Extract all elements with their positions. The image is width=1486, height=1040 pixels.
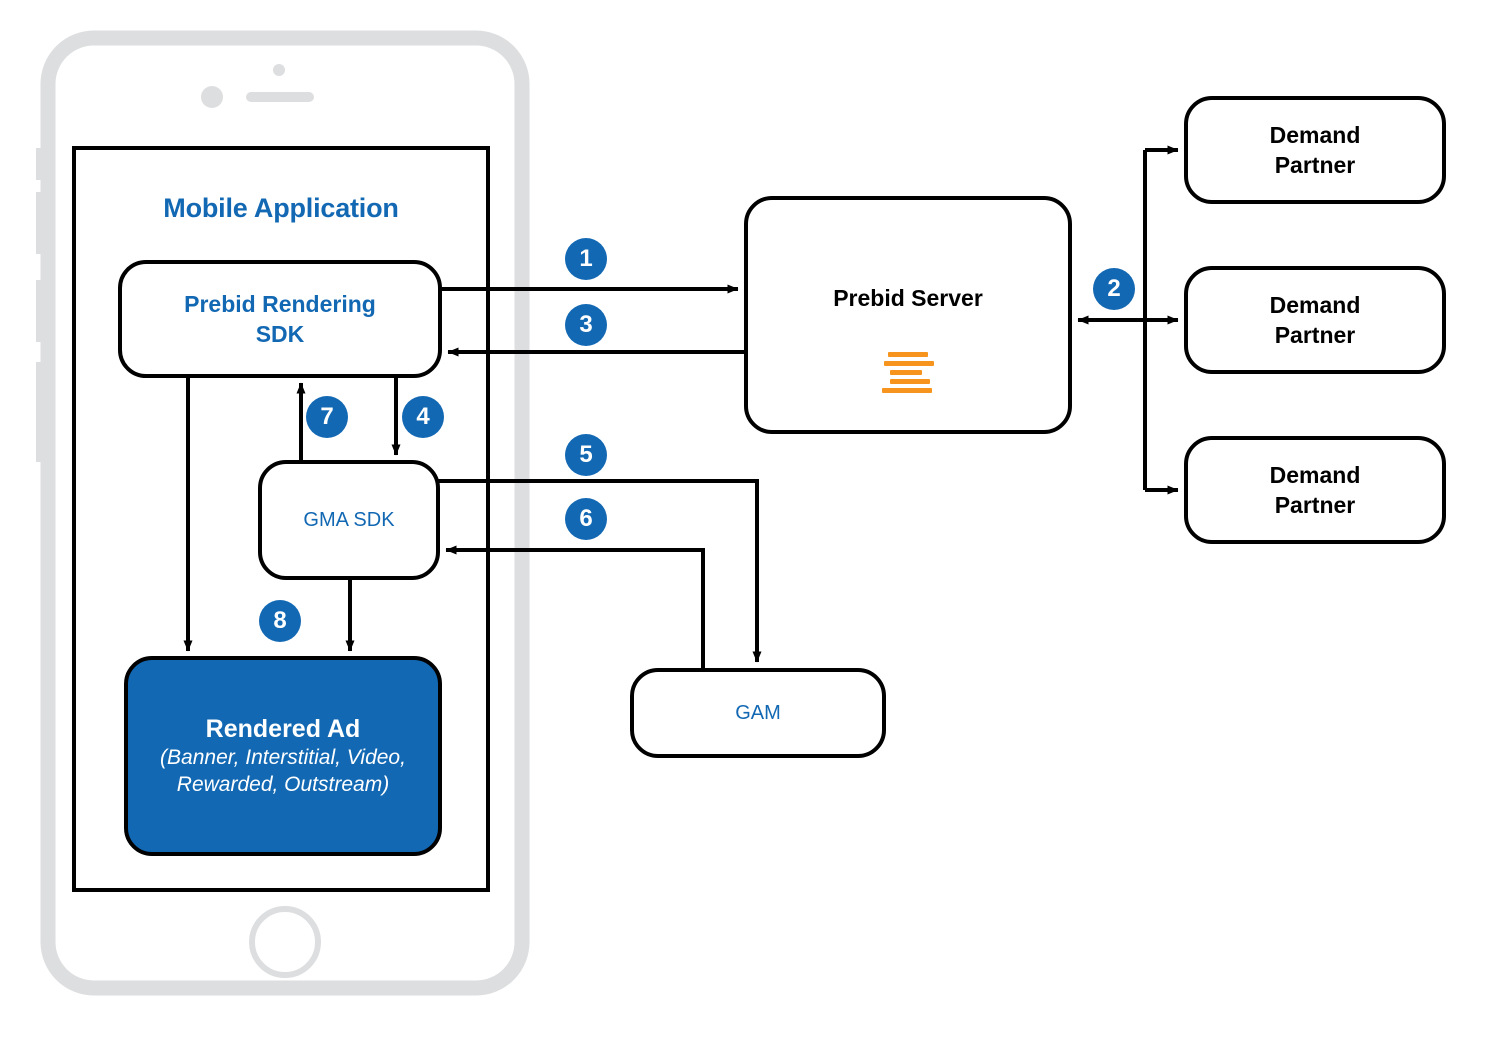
prebid-logo-icon — [882, 352, 934, 397]
node-gma-sdk[interactable] — [258, 460, 440, 580]
step-badge-5: 5 — [565, 434, 607, 476]
step-badge-8: 8 — [259, 600, 301, 642]
step-badge-3: 3 — [565, 304, 607, 346]
step-badge-7: 7 — [306, 396, 348, 438]
front-camera-icon — [201, 86, 223, 108]
step-badge-4: 4 — [402, 396, 444, 438]
node-demand-partner-2[interactable] — [1184, 266, 1446, 374]
node-rendered-ad[interactable] — [124, 656, 442, 856]
node-demand-partner-3[interactable] — [1184, 436, 1446, 544]
step-badge-6: 6 — [565, 498, 607, 540]
step-badge-1: 1 — [565, 238, 607, 280]
connector-step-6 — [445, 545, 705, 670]
connector-step-5 — [438, 479, 762, 663]
home-button-icon — [249, 906, 321, 978]
node-prebid-server[interactable] — [744, 196, 1072, 434]
node-gam[interactable] — [630, 668, 886, 758]
node-demand-partner-1[interactable] — [1184, 96, 1446, 204]
proximity-sensor-icon — [273, 64, 285, 76]
step-badge-2: 2 — [1093, 268, 1135, 310]
earpiece-speaker-icon — [246, 92, 314, 102]
node-prebid-rendering-sdk[interactable] — [118, 260, 442, 378]
